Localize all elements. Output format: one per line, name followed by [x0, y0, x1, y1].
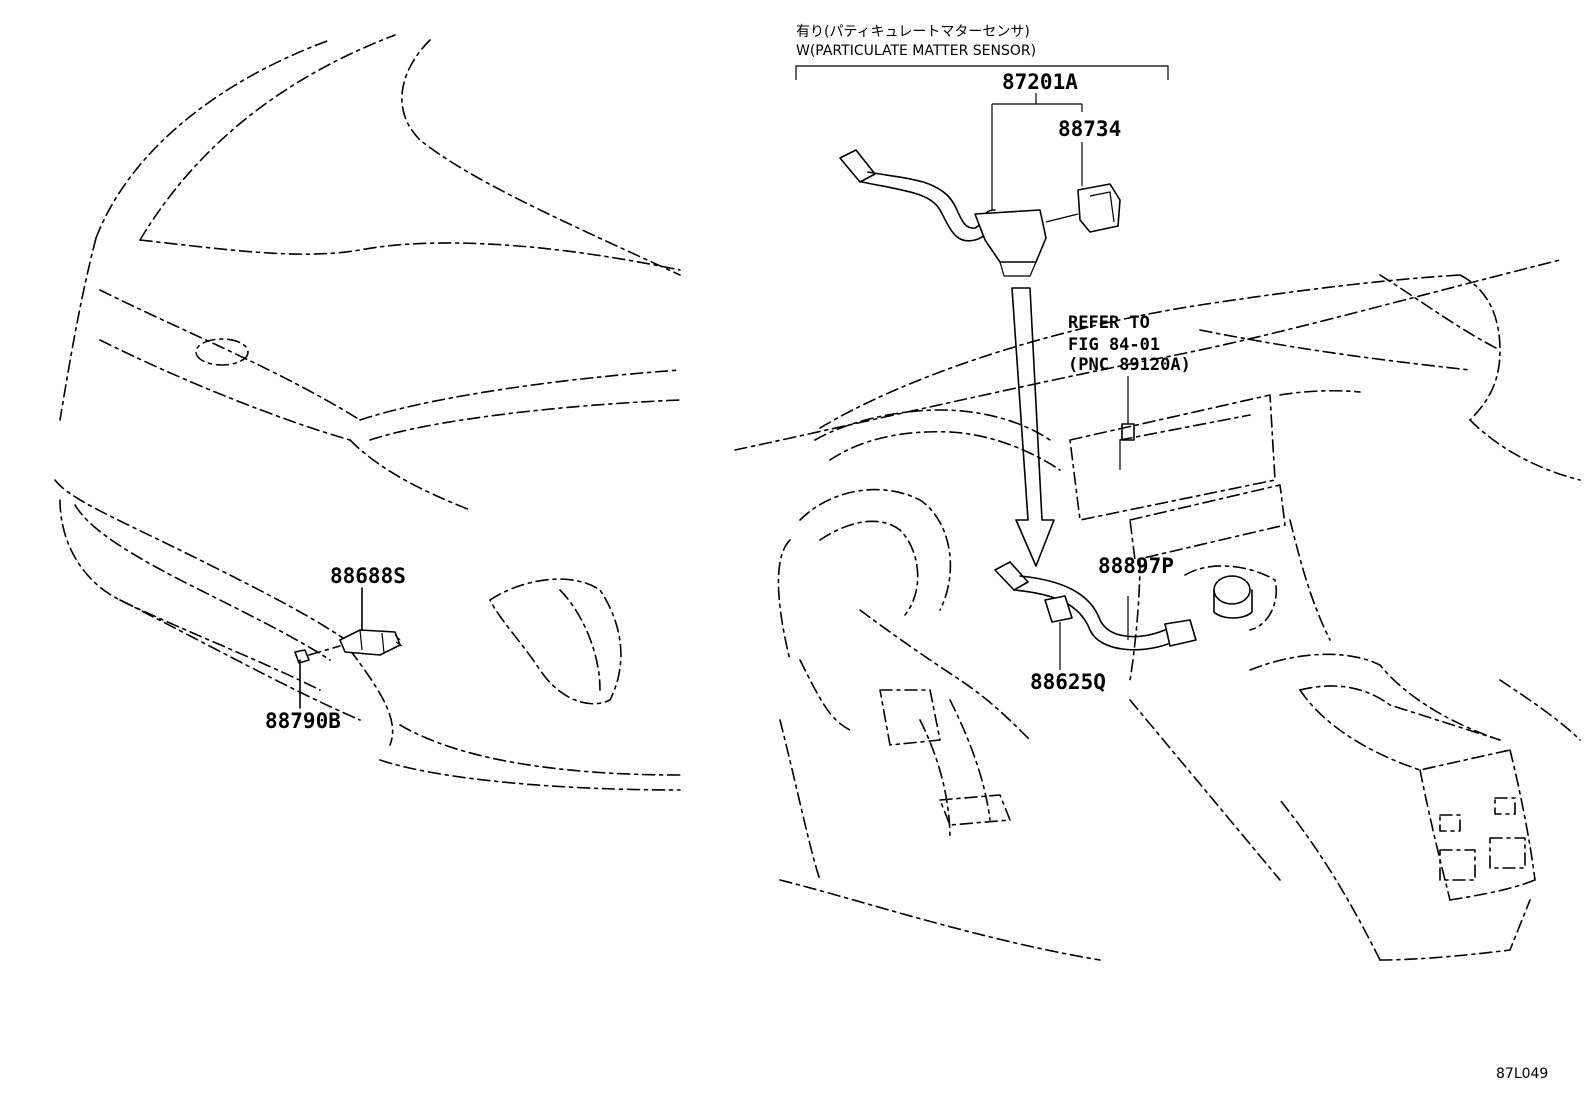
part-label-88625q: 88625Q: [1030, 670, 1106, 694]
dashboard-view: [734, 259, 1581, 961]
ambient-sensor-part: [294, 629, 403, 664]
condition-label-en: W(PARTICULATE MATTER SENSOR): [796, 43, 1036, 59]
part-label-88897p: 88897P: [1098, 554, 1174, 578]
reference-line-3: (PNC 89120A): [1068, 355, 1191, 375]
figure-code: 87L049: [1496, 1066, 1548, 1082]
wire-harness-part: [839, 149, 1121, 277]
reference-line-2: FIG 84-01: [1068, 335, 1160, 355]
dash-harness-part: [994, 561, 1197, 651]
part-label-88688s: 88688S: [330, 564, 406, 588]
front-bumper-view: [54, 34, 681, 791]
part-label-88790b: 88790B: [265, 709, 341, 733]
condition-label-jp: 有り(パティキュレートマターセンサ): [796, 24, 1030, 40]
part-label-88734: 88734: [1058, 117, 1121, 141]
view-arrow: [1011, 287, 1055, 567]
part-label-87201a: 87201A: [1002, 70, 1078, 94]
